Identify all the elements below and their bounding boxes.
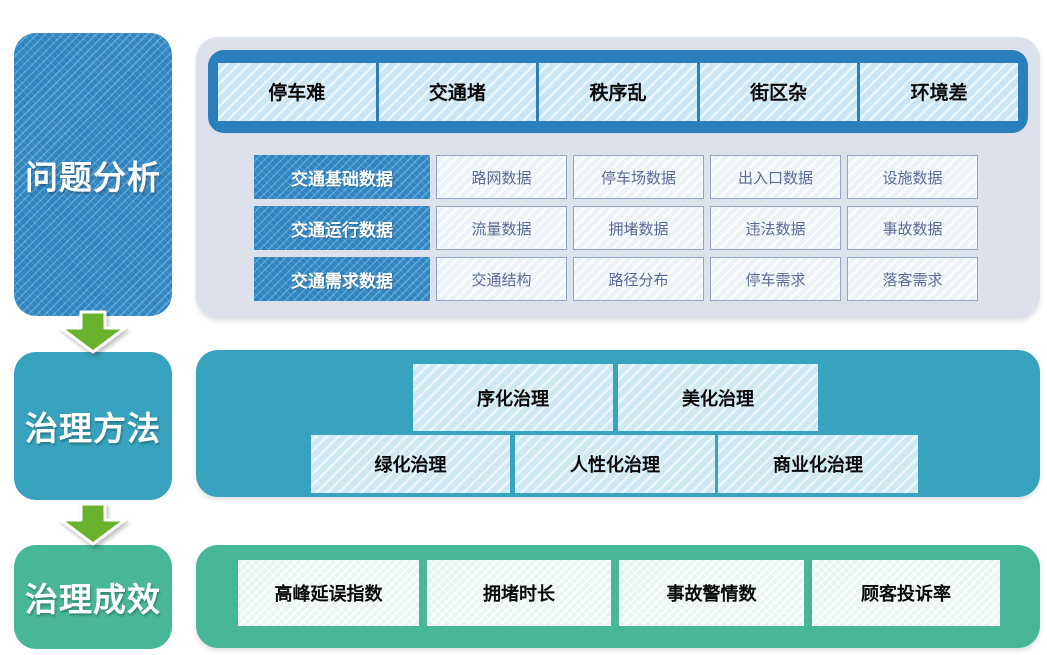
row-header-operation-data: 交通运行数据: [254, 206, 430, 250]
data-row-operation: 交通运行数据 流量数据 拥堵数据 违法数据 事故数据: [254, 206, 984, 250]
stage-effect-label: 治理成效: [25, 581, 161, 618]
stage-governance-effect: 治理成效: [14, 545, 172, 649]
method-greening: 绿化治理: [311, 435, 510, 493]
metric-peak-delay-index: 高峰延误指数: [238, 560, 419, 626]
issue-messy-block: 街区杂: [699, 62, 858, 121]
data-cell: 停车场数据: [573, 155, 704, 199]
method-commercialization: 商业化治理: [718, 435, 918, 493]
issue-congestion: 交通堵: [378, 62, 537, 121]
governance-effect-panel: 高峰延误指数 拥堵时长 事故警情数 顾客投诉率: [196, 545, 1040, 648]
data-row-demand: 交通需求数据 交通结构 路径分布 停车需求 落客需求: [254, 257, 984, 301]
metric-accident-alarms: 事故警情数: [619, 560, 804, 626]
data-cell: 路网数据: [436, 155, 567, 199]
issue-bar: 停车难 交通堵 秩序乱 街区杂 环境差: [208, 50, 1028, 133]
metric-customer-complaint-rate: 顾客投诉率: [812, 560, 1000, 626]
issue-parking: 停车难: [218, 62, 376, 121]
method-beautification: 美化治理: [618, 364, 818, 431]
down-arrow-icon: [59, 502, 127, 546]
data-cell: 路径分布: [573, 257, 704, 301]
data-cell: 流量数据: [436, 206, 567, 250]
governance-methods-panel: 序化治理 美化治理 绿化治理 人性化治理 商业化治理: [196, 350, 1040, 497]
stage-method-label: 治理方法: [25, 410, 161, 447]
data-cell: 落客需求: [847, 257, 978, 301]
stage-problem-analysis: 问题分析: [14, 33, 172, 316]
metric-congestion-duration: 拥堵时长: [427, 560, 611, 626]
data-cell: 出入口数据: [710, 155, 841, 199]
stage-governance-methods: 治理方法: [14, 352, 172, 500]
data-cell: 停车需求: [710, 257, 841, 301]
problem-analysis-panel: 停车难 交通堵 秩序乱 街区杂 环境差 交通基础数据 路网数据 停车场数据 出入…: [196, 37, 1040, 318]
issue-environment: 环境差: [860, 62, 1018, 121]
stage-problem-label: 问题分析: [25, 158, 161, 196]
down-arrow-icon: [59, 310, 127, 354]
data-cell: 事故数据: [847, 206, 978, 250]
data-row-basic: 交通基础数据 路网数据 停车场数据 出入口数据 设施数据: [254, 155, 984, 199]
data-cell: 交通结构: [436, 257, 567, 301]
data-cell: 违法数据: [710, 206, 841, 250]
method-humanization: 人性化治理: [515, 435, 715, 493]
data-cell: 拥堵数据: [573, 206, 704, 250]
issue-disorder: 秩序乱: [539, 62, 697, 121]
row-header-basic-data: 交通基础数据: [254, 155, 430, 199]
data-cell: 设施数据: [847, 155, 978, 199]
method-ordering: 序化治理: [413, 364, 613, 431]
row-header-demand-data: 交通需求数据: [254, 257, 430, 301]
